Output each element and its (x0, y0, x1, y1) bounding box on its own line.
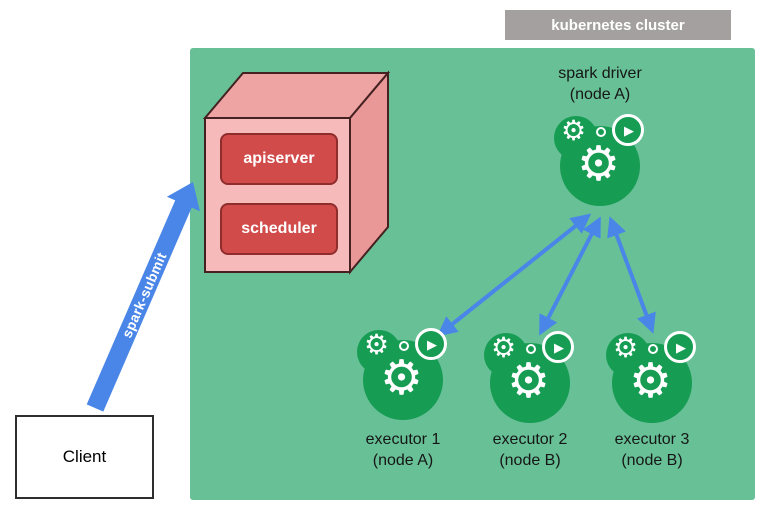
apiserver-label: apiserver (243, 150, 315, 167)
scheduler-box: scheduler (220, 203, 338, 255)
scheduler-label: scheduler (241, 220, 317, 237)
play-badge: ▶ (542, 331, 574, 363)
executor3-title: executor 3 (614, 431, 690, 448)
kubernetes-cluster-label-text: kubernetes cluster (551, 16, 685, 34)
client-label: Client (62, 447, 107, 466)
executor2-label: executor 2 (node B) (460, 430, 600, 472)
spark-driver-title: spark driver (558, 65, 642, 82)
spark-driver-pod-icon: ⚙ ⚙ ▶ (554, 114, 646, 208)
gear-dot-icon (648, 344, 658, 354)
executor3-pod-icon: ⚙ ⚙ ▶ (606, 331, 698, 425)
executor3-node: (node B) (621, 451, 683, 469)
gear-small-icon: ⚙ (491, 332, 517, 363)
executor1-title: executor 1 (365, 431, 441, 448)
play-badge: ▶ (664, 331, 696, 363)
gear-dot-icon (596, 127, 606, 137)
gear-dot-icon (399, 341, 409, 351)
spark-submit-label: spark-submit (118, 249, 170, 341)
gear-small-icon: ⚙ (364, 329, 390, 360)
gear-small-icon: ⚙ (561, 115, 587, 146)
kubernetes-cluster-label: kubernetes cluster (505, 10, 731, 40)
play-badge: ▶ (415, 328, 447, 360)
play-icon: ▶ (554, 339, 564, 355)
play-icon: ▶ (427, 336, 437, 352)
gear-dot-icon (526, 344, 536, 354)
executor1-node: (node A) (372, 451, 434, 469)
gear-icon: ⚙ (629, 355, 673, 408)
client-box: Client (15, 415, 154, 499)
gear-small-icon: ⚙ (613, 332, 639, 363)
gear-icon: ⚙ (507, 355, 551, 408)
executor2-node: (node B) (499, 451, 561, 469)
spark-driver-node: (node A) (569, 85, 631, 103)
executor1-pod-icon: ⚙ ⚙ ▶ (357, 328, 449, 422)
executor1-label: executor 1 (node A) (333, 430, 473, 472)
apiserver-box: apiserver (220, 133, 338, 185)
executor2-pod-icon: ⚙ ⚙ ▶ (484, 331, 576, 425)
play-icon: ▶ (676, 339, 686, 355)
spark-driver-label: spark driver (node A) (520, 64, 680, 106)
gear-icon: ⚙ (577, 138, 621, 191)
executor2-title: executor 2 (492, 431, 568, 448)
gear-icon: ⚙ (380, 352, 424, 405)
play-badge: ▶ (612, 114, 644, 146)
executor3-label: executor 3 (node B) (582, 430, 722, 472)
play-icon: ▶ (624, 122, 634, 138)
